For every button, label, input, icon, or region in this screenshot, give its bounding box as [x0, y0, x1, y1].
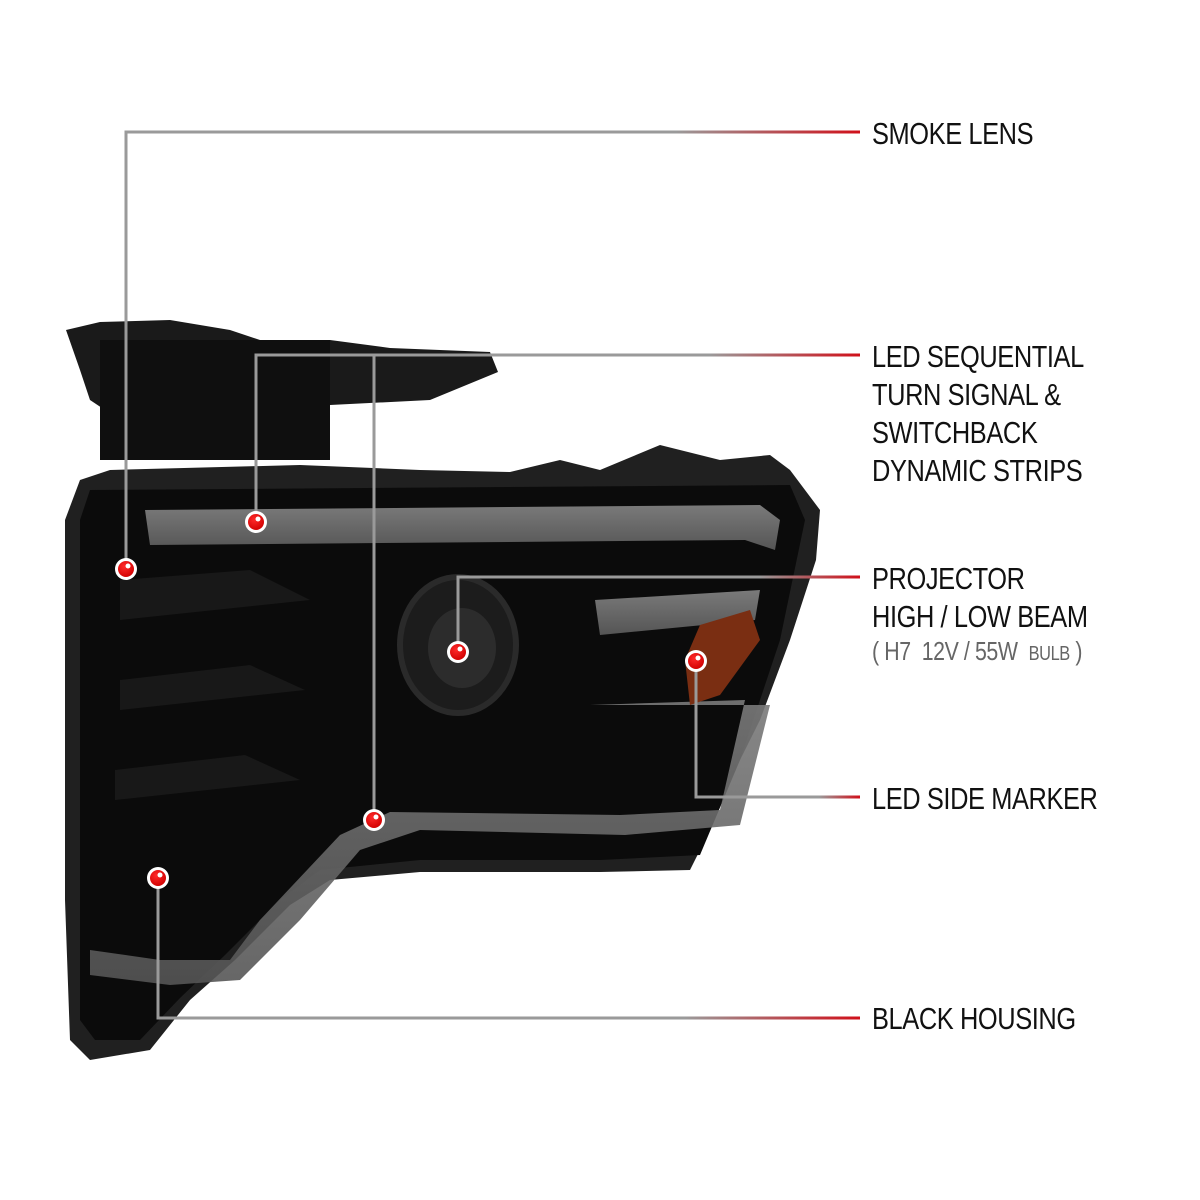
callout-markers: [115, 511, 707, 889]
callout-led-side-marker: LED SIDE MARKER: [872, 780, 1098, 818]
callout-smoke-lens: SMOKE LENS: [872, 115, 1034, 153]
callout-text: LED SEQUENTIAL: [872, 339, 1084, 374]
callout-text: LED SIDE MARKER: [872, 781, 1098, 816]
callout-led-sequential: LED SEQUENTIAL TURN SIGNAL & SWITCHBACK …: [872, 338, 1084, 490]
callout-text: SWITCHBACK: [872, 415, 1038, 450]
marker-dot-led-sequential-bottom: [363, 809, 385, 831]
callout-text: DYNAMIC STRIPS: [872, 453, 1083, 488]
marker-dot-smoke-lens: [115, 558, 137, 580]
marker-dot-black-housing: [147, 867, 169, 889]
headlight-body: [65, 445, 820, 1060]
marker-dot-led-sequential-top: [245, 511, 267, 533]
callout-leaders: [124, 130, 860, 1020]
marker-dot-side-marker: [685, 650, 707, 672]
callout-text: SMOKE LENS: [872, 116, 1034, 151]
callout-black-housing: BLACK HOUSING: [872, 1000, 1076, 1038]
callout-text: HIGH / LOW BEAM: [872, 599, 1088, 634]
marker-dot-projector: [447, 641, 469, 663]
callout-text: TURN SIGNAL &: [872, 377, 1061, 412]
callout-text: BLACK HOUSING: [872, 1001, 1076, 1036]
callout-text: PROJECTOR: [872, 561, 1025, 596]
bulb-spec: ( H7 12V / 55W BULB ): [872, 636, 1083, 666]
callout-projector: PROJECTOR HIGH / LOW BEAM ( H7 12V / 55W…: [872, 560, 1088, 669]
mounting-bracket: [66, 320, 498, 460]
